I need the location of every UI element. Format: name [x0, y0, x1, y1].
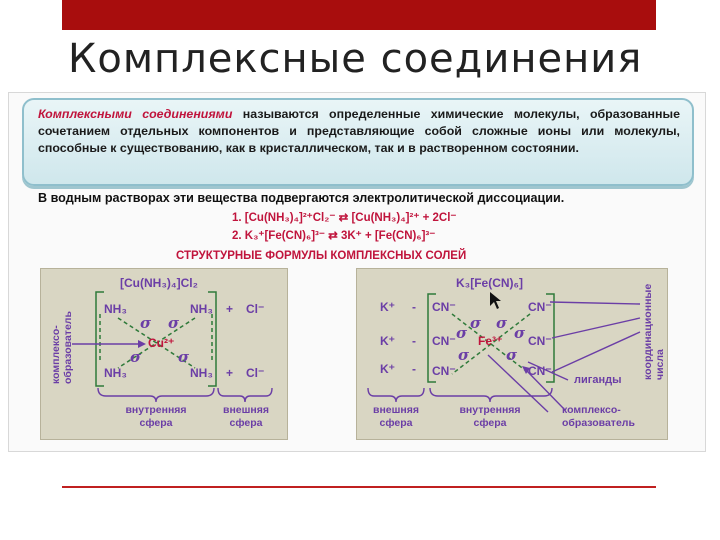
- ligand-cn-5: CN⁻: [528, 334, 552, 348]
- ligand-cn-4: CN⁻: [528, 300, 552, 314]
- sigma-bond: σ: [496, 314, 508, 332]
- ligand-cn-3: CN⁻: [432, 364, 456, 378]
- top-accent-bar: [62, 0, 656, 30]
- outer-sphere-label: внешняя сфера: [373, 404, 419, 429]
- cation-k-1: K⁺: [380, 300, 395, 314]
- sigma-bond: σ: [456, 324, 468, 342]
- definition-term: Комплексными соединениями: [38, 107, 233, 121]
- definition-text: Комплексными соединениями называются опр…: [38, 106, 680, 157]
- ligand-nh3-top-left: NH₃: [104, 302, 127, 316]
- ligand-cn-1: CN⁻: [432, 300, 456, 314]
- inner-sphere-label: внутренняя сфера: [459, 404, 521, 429]
- right-structure-panel: [356, 268, 668, 440]
- sigma-bond: σ: [168, 314, 180, 332]
- left-formula: [Cu(NH₃)₄]Cl₂: [120, 276, 198, 290]
- sigma-bond: σ: [470, 314, 482, 332]
- plus-sign: +: [226, 366, 234, 380]
- dash: -: [412, 300, 416, 314]
- section-title: СТРУКТУРНЫЕ ФОРМУЛЫ КОМПЛЕКСНЫХ СОЛЕЙ: [176, 250, 467, 262]
- right-formula: K₃[Fe(CN)₆]: [456, 276, 523, 290]
- equation-2: 2. K₃⁺[Fe(CN)₆]³⁻ ⇄ 3K⁺ + [Fe(CN)₆]³⁻: [232, 230, 436, 242]
- left-structure-panel: [40, 268, 288, 440]
- central-ion-fe: Fe³⁺: [478, 334, 503, 348]
- sigma-bond: σ: [140, 314, 152, 332]
- sigma-bond: σ: [514, 324, 526, 342]
- sigma-bond: σ: [458, 346, 470, 364]
- sigma-bond: σ: [130, 348, 142, 366]
- inner-sphere-label: внутренняя сфера: [125, 404, 187, 429]
- ligand-cn-6: CN⁻: [528, 364, 552, 378]
- ligand-cn-2: CN⁻: [432, 334, 456, 348]
- complexing-agent-vertical-label: комплексо- образователь: [50, 311, 74, 384]
- cation-k-2: K⁺: [380, 334, 395, 348]
- outer-sphere-label: внешняя сфера: [223, 404, 269, 429]
- ligand-nh3-bottom-right: NH₃: [190, 366, 213, 380]
- anion-cl-top: Cl⁻: [246, 302, 265, 316]
- equation-1: 1. [Cu(NH₃)₄]²⁺Cl₂⁻ ⇄ [Cu(NH₃)₄]²⁺ + 2Cl…: [232, 212, 457, 224]
- definition-box: Комплексными соединениями называются опр…: [22, 98, 694, 186]
- plus-sign: +: [226, 302, 234, 316]
- bottom-divider-line: [62, 486, 656, 488]
- definition-body: называются определенные химические молек…: [38, 107, 680, 155]
- complexing-agent-label: комплексо- образователь: [562, 404, 635, 429]
- dash: -: [412, 334, 416, 348]
- ligand-nh3-top-right: NH₃: [190, 302, 213, 316]
- coordination-numbers-vertical-label: координационные числа: [642, 283, 666, 380]
- cation-k-3: K⁺: [380, 362, 395, 376]
- anion-cl-bottom: Cl⁻: [246, 366, 265, 380]
- slide-title: Комплексные соединения: [68, 36, 643, 82]
- ligand-nh3-bottom-left: NH₃: [104, 366, 127, 380]
- dissociation-text: В водным растворах эти вещества подверга…: [38, 191, 565, 205]
- sigma-bond: σ: [178, 348, 190, 366]
- central-ion-cu: Cu²⁺: [148, 336, 175, 350]
- mouse-cursor-icon: [490, 292, 501, 309]
- ligands-label: лиганды: [574, 374, 622, 386]
- sigma-bond: σ: [506, 346, 518, 364]
- dash: -: [412, 362, 416, 376]
